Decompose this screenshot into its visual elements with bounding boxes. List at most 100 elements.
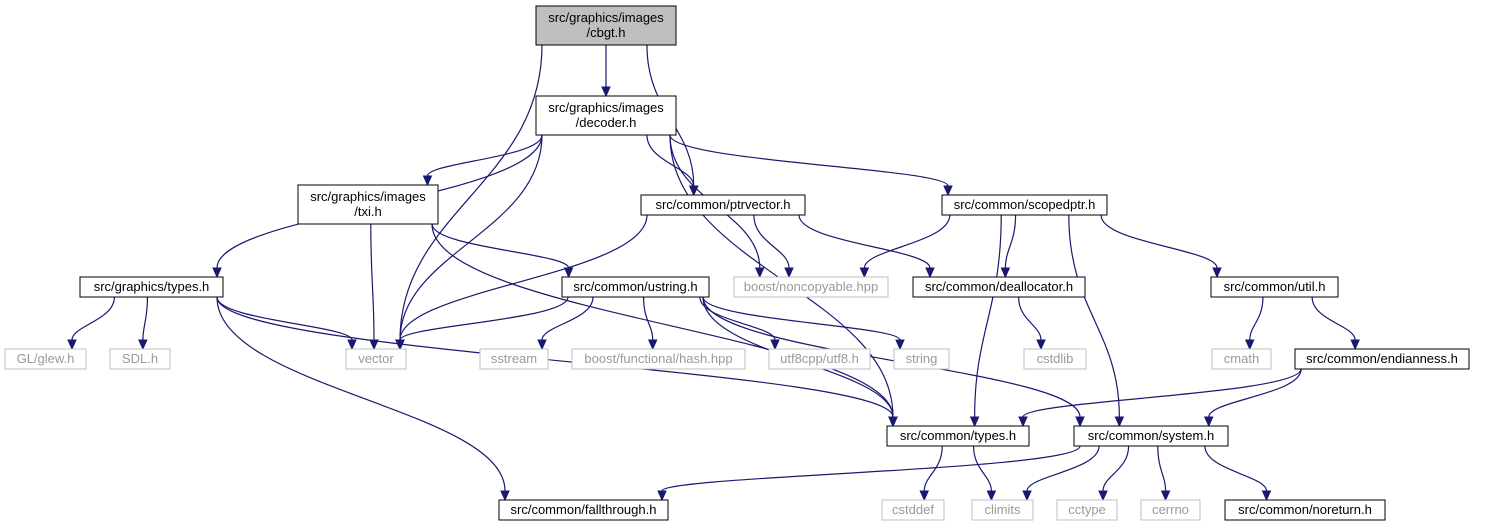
edge-line [646, 134, 695, 187]
node-cbgt[interactable]: src/graphics/images/cbgt.h [535, 5, 677, 46]
node-cstddef[interactable]: cstddef [881, 499, 945, 521]
edge-gtypes-to-vector [216, 296, 357, 351]
edge-line [1249, 296, 1264, 341]
edge-arrowhead [688, 185, 699, 197]
edge-arrowhead [212, 267, 222, 279]
edge-line [431, 223, 570, 269]
node-box-ctypes [886, 425, 1030, 447]
node-vector[interactable]: vector [345, 348, 407, 370]
node-deallocator[interactable]: src/common/deallocator.h [912, 276, 1086, 298]
edge-line [1004, 214, 1017, 269]
node-label-sstream: sstream [491, 351, 537, 366]
node-scopedptr[interactable]: src/common/scopedptr.h [941, 194, 1108, 216]
edge-arrowhead [1075, 416, 1085, 428]
node-utf8[interactable]: utf8cpp/utf8.h [768, 348, 871, 370]
edge-arrowhead [1244, 339, 1255, 351]
node-sdl[interactable]: SDL.h [109, 348, 171, 370]
node-box-sstream [479, 348, 549, 370]
node-box-cstddef [881, 499, 945, 521]
edge-line [669, 134, 894, 418]
node-box-cstdlib [1023, 348, 1087, 370]
edge-arrowhead [67, 339, 77, 351]
edge-arrowhead [1000, 267, 1011, 279]
edge-arrowhead [1018, 416, 1028, 428]
edge-gtypes-to-fallthrough [216, 296, 510, 502]
node-glew[interactable]: GL/glew.h [4, 348, 87, 370]
node-ptrvector[interactable]: src/common/ptrvector.h [640, 194, 806, 216]
edge-line [753, 214, 790, 269]
node-cmath[interactable]: cmath [1211, 348, 1272, 370]
edge-arrowhead [1261, 490, 1272, 502]
node-fallthrough[interactable]: src/common/fallthrough.h [498, 499, 669, 521]
node-sstream[interactable]: sstream [479, 348, 549, 370]
edge-arrowhead [1098, 490, 1108, 502]
edge-ctypes-to-climits [972, 445, 997, 502]
edge-line [426, 134, 543, 177]
node-ustring[interactable]: src/common/ustring.h [561, 276, 710, 298]
edge-arrowhead [895, 339, 905, 351]
node-label-cstdlib: cstdlib [1037, 351, 1074, 366]
node-noreturn[interactable]: src/common/noreturn.h [1224, 499, 1386, 521]
node-label-scopedptr: src/common/scopedptr.h [954, 197, 1096, 212]
edge-arrowhead [1114, 416, 1125, 428]
edge-line [974, 214, 1002, 418]
node-noncopyable[interactable]: boost/noncopyable.hpp [733, 276, 889, 298]
edge-line [1157, 445, 1167, 492]
node-box-cbgt [535, 5, 677, 46]
edge-arrowhead [770, 339, 780, 351]
node-ctypes[interactable]: src/common/types.h [886, 425, 1030, 447]
node-hash[interactable]: boost/functional/hash.hpp [571, 348, 746, 370]
edge-arrowhead [919, 490, 930, 502]
edge-line [399, 44, 543, 341]
edge-arrowhead [537, 339, 547, 351]
edge-line [216, 296, 506, 492]
node-string[interactable]: string [893, 348, 950, 370]
edge-line [399, 214, 648, 341]
edge-line [71, 296, 115, 341]
edge-line [1102, 445, 1130, 492]
node-cstdlib[interactable]: cstdlib [1023, 348, 1087, 370]
node-decoder[interactable]: src/graphics/images/decoder.h [535, 95, 677, 136]
edge-util-to-cmath [1244, 296, 1264, 351]
node-label-deallocator: src/common/deallocator.h [925, 279, 1073, 294]
node-box-ptrvector [640, 194, 806, 216]
node-climits[interactable]: climits [971, 499, 1034, 521]
edge-line [216, 296, 353, 341]
edge-line [142, 296, 149, 341]
node-label-util: src/common/util.h [1224, 279, 1326, 294]
edge-scopedptr-to-noncopyable [859, 214, 951, 279]
node-cctype[interactable]: cctype [1056, 499, 1118, 521]
node-label-ptrvector: src/common/ptrvector.h [655, 197, 790, 212]
edge-arrowhead [347, 339, 357, 351]
node-box-sdl [109, 348, 171, 370]
edge-line [1068, 214, 1120, 418]
edge-arrowhead [601, 86, 611, 98]
node-system[interactable]: src/common/system.h [1073, 425, 1229, 447]
node-endianness[interactable]: src/common/endianness.h [1294, 348, 1470, 370]
edge-arrowhead [1350, 339, 1360, 351]
node-gtypes[interactable]: src/graphics/types.h [79, 276, 224, 298]
node-box-utf8 [768, 348, 871, 370]
edge-line [863, 214, 951, 269]
edge-line [541, 296, 594, 341]
node-label-cbgt-2: /cbgt.h [586, 25, 625, 40]
node-util[interactable]: src/common/util.h [1210, 276, 1339, 298]
edge-line [399, 296, 569, 341]
edge-arrowhead [647, 339, 658, 351]
node-cerrno[interactable]: cerrno [1140, 499, 1201, 521]
edge-line [370, 223, 375, 341]
node-box-vector [345, 348, 407, 370]
node-label-climits: climits [984, 502, 1021, 517]
node-label-noreturn: src/common/noreturn.h [1238, 502, 1372, 517]
edge-line [216, 296, 894, 418]
edge-arrowhead [888, 416, 898, 428]
edge-arrowhead [138, 339, 148, 351]
edge-ustring-to-system [702, 296, 1085, 428]
edge-arrowhead [969, 416, 980, 428]
edge-arrowhead [395, 339, 405, 351]
edge-scopedptr-to-util [1100, 214, 1222, 279]
edge-cbgt-to-decoder [601, 45, 611, 98]
node-txi[interactable]: src/graphics/images/txi.h [297, 184, 439, 225]
edge-ustring-to-string [702, 296, 905, 351]
edge-arrowhead [1203, 416, 1214, 428]
